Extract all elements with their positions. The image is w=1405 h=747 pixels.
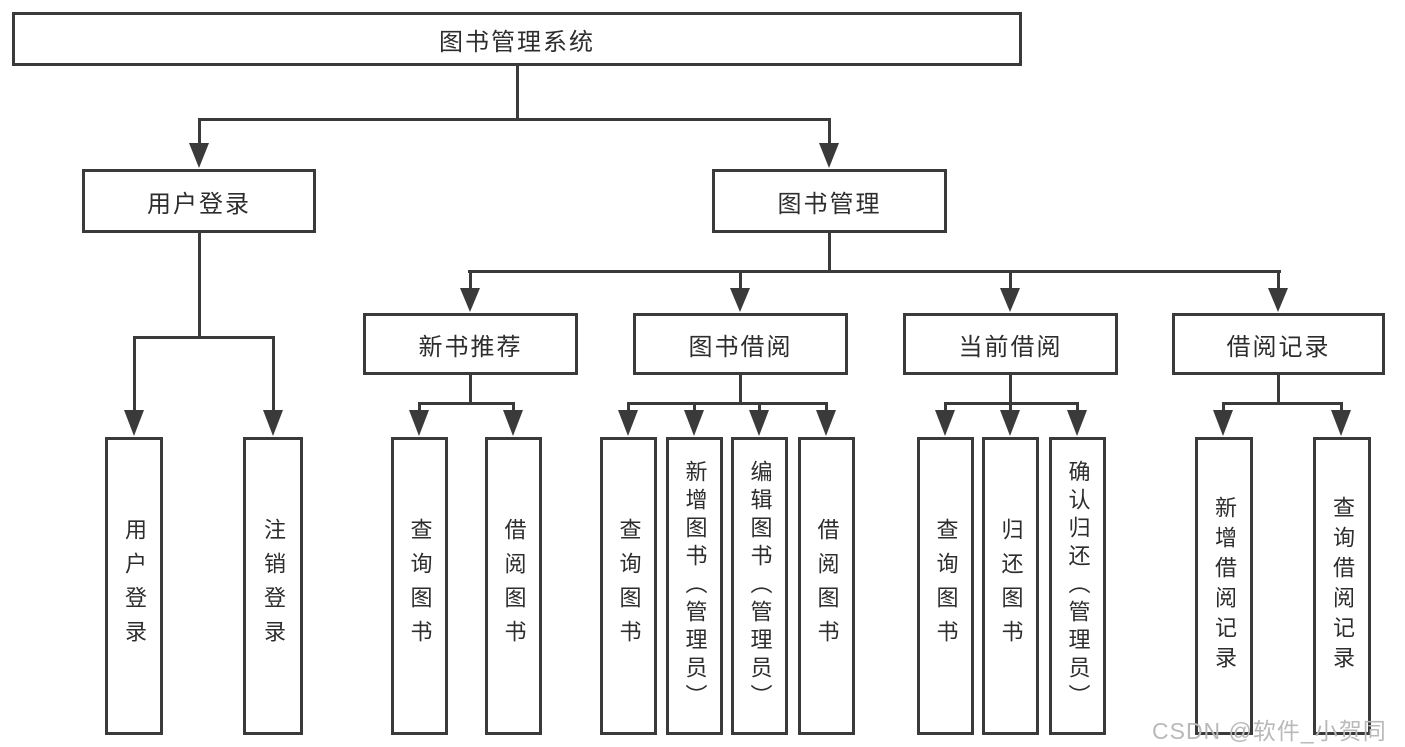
node-return-books: 归还图书 (982, 437, 1039, 735)
node-book-borrowing: 图书借阅 (633, 313, 848, 375)
node-query-books-current: 查询图书 (917, 437, 974, 735)
node-borrow-books-recommend: 借阅图书 (485, 437, 542, 735)
connector-drop (1009, 404, 1012, 412)
connector-new-books-hline (418, 402, 515, 405)
node-query-books-recommend: 查询图书 (391, 437, 448, 735)
connector-current-borrowing-stem (1009, 375, 1012, 404)
arrow-down-icon (124, 410, 144, 436)
connector-drop (1222, 404, 1225, 412)
node-user-login-leaf: 用户登录 (105, 437, 163, 735)
arrow-down-icon (1000, 288, 1020, 312)
arrow-down-icon (816, 410, 836, 436)
connector-drop (825, 404, 828, 412)
arrow-down-icon (819, 143, 839, 168)
arrow-down-icon (1268, 288, 1288, 312)
connector-user-login-stem (198, 233, 201, 336)
arrow-down-icon (1000, 410, 1020, 436)
arrow-down-icon (749, 410, 769, 436)
node-add-book-admin: 新增图书（管理员） (666, 437, 723, 735)
node-current-borrowing: 当前借阅 (903, 313, 1118, 375)
node-logout-leaf: 注销登录 (243, 437, 303, 735)
connector-drop-book-management (828, 120, 831, 146)
arrow-down-icon (1331, 410, 1351, 436)
connector-drop-new-books (469, 272, 472, 288)
connector-drop-book-borrowing (739, 272, 742, 288)
node-book-management-system: 图书管理系统 (12, 12, 1022, 66)
connector-drop-logout-leaf (272, 338, 275, 410)
node-query-borrow-record: 查询借阅记录 (1313, 437, 1371, 735)
connector-root-hline (198, 118, 831, 121)
arrow-down-icon (189, 143, 209, 168)
connector-drop (512, 404, 515, 412)
arrow-down-icon (684, 410, 704, 436)
connector-drop (693, 404, 696, 412)
connector-book-mgmt-hline (468, 270, 1281, 273)
connector-drop (627, 404, 630, 412)
node-confirm-return-admin: 确认归还（管理员） (1049, 437, 1106, 735)
connector-book-borrowing-stem (739, 375, 742, 404)
connector-current-borrowing-hline (944, 402, 1079, 405)
arrow-down-icon (503, 410, 523, 436)
connector-new-books-stem (469, 375, 472, 404)
connector-drop-login-leaf (133, 338, 136, 410)
node-add-borrow-record: 新增借阅记录 (1195, 437, 1253, 735)
node-book-management: 图书管理 (712, 169, 947, 233)
connector-drop-current-borrowing (1009, 272, 1012, 288)
connector-drop (1076, 404, 1079, 412)
connector-book-mgmt-stem (828, 233, 831, 272)
connector-borrowing-records-hline (1222, 402, 1343, 405)
arrow-down-icon (1067, 410, 1087, 436)
arrow-down-icon (730, 288, 750, 312)
connector-book-borrowing-hline (627, 402, 828, 405)
arrow-down-icon (263, 410, 283, 436)
connector-drop (944, 404, 947, 412)
connector-root-stem (516, 66, 519, 120)
connector-drop (418, 404, 421, 412)
node-borrowing-records: 借阅记录 (1172, 313, 1385, 375)
connector-drop (758, 404, 761, 412)
csdn-watermark: CSDN @软件_小贺同学 (1152, 718, 1387, 744)
arrow-down-icon (935, 410, 955, 436)
arrow-down-icon (1213, 410, 1233, 436)
arrow-down-icon (618, 410, 638, 436)
connector-user-login-hline (133, 336, 275, 339)
node-borrow-books-leaf: 借阅图书 (798, 437, 855, 735)
connector-borrowing-records-stem (1277, 375, 1280, 404)
arrow-down-icon (409, 410, 429, 436)
arrow-down-icon (460, 288, 480, 312)
node-edit-book-admin: 编辑图书（管理员） (731, 437, 788, 735)
connector-drop (1340, 404, 1343, 412)
node-new-book-recommendation: 新书推荐 (363, 313, 578, 375)
node-query-books-borrowing: 查询图书 (600, 437, 657, 735)
connector-drop-user-login (198, 120, 201, 146)
connector-drop-borrowing-records (1277, 272, 1280, 288)
node-user-login: 用户登录 (82, 169, 316, 233)
